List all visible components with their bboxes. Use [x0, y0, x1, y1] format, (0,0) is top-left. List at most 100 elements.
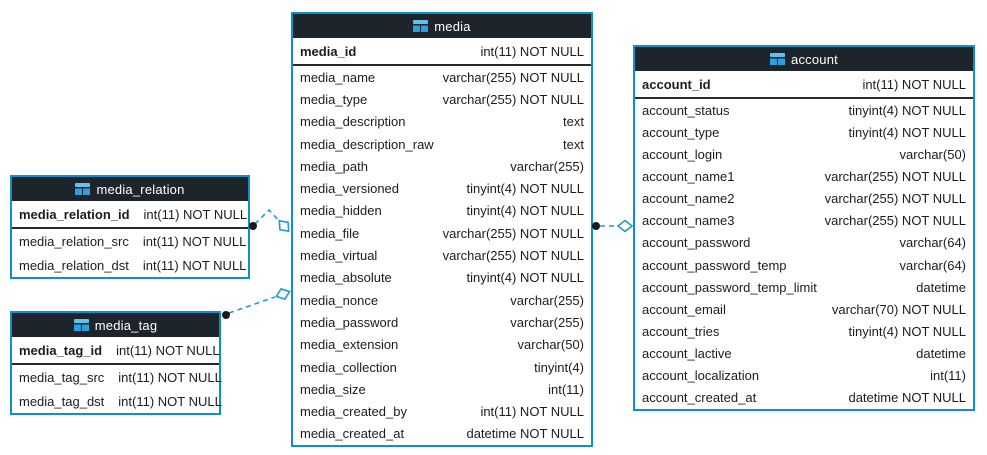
column-type: tinyint(4) NOT NULL [848, 323, 966, 339]
connection-source-dot [249, 222, 257, 230]
column-type: int(11) [930, 368, 966, 384]
column-name: media_relation_src [19, 233, 129, 249]
column-row: media_virtual varchar(255) NOT NULL [293, 244, 591, 266]
column-name: media_password [300, 314, 399, 330]
column-row: account_name1 varchar(255) NOT NULL [635, 165, 973, 187]
column-type: varchar(64) [899, 235, 966, 251]
column-type: int(11) NOT NULL [480, 404, 584, 420]
table-media-tag-header[interactable]: media_tag [12, 313, 219, 337]
table-icon [413, 20, 429, 32]
column-name: account_created_at [642, 390, 757, 406]
column-type: tinyint(4) NOT NULL [466, 203, 584, 219]
table-media-relation-header[interactable]: media_relation [12, 177, 248, 201]
connection-target-diamond [275, 287, 291, 301]
connector-media-tag-to-media [222, 287, 291, 319]
column-type: int(11) NOT NULL [480, 43, 584, 59]
column-type: int(11) [548, 381, 584, 397]
column-name: account_type [642, 124, 720, 140]
column-name: account_email [642, 301, 726, 317]
table-title: media_tag [94, 317, 158, 333]
column-type: varchar(255) [510, 292, 584, 308]
table-account-header[interactable]: account [635, 47, 973, 71]
column-name: account_id [642, 76, 711, 92]
column-type: tinyint(4) NOT NULL [848, 124, 966, 140]
column-row: media_hidden tinyint(4) NOT NULL [293, 200, 591, 222]
column-type: varchar(64) [899, 257, 966, 273]
column-name: account_name1 [642, 168, 735, 184]
column-name: account_status [642, 102, 730, 118]
column-name: media_hidden [300, 203, 382, 219]
table-account[interactable]: account account_id int(11) NOT NULL accou… [633, 45, 975, 411]
column-type: varchar(50) [899, 146, 966, 162]
column-name: media_type [300, 91, 368, 107]
column-name: account_password_temp_limit [642, 279, 817, 295]
column-type: tinyint(4) [534, 359, 584, 375]
table-icon [75, 183, 91, 195]
column-type: varchar(255) NOT NULL [824, 168, 966, 184]
column-type: tinyint(4) NOT NULL [466, 270, 584, 286]
column-row: media_type varchar(255) NOT NULL [293, 88, 591, 110]
column-name: media_description [300, 114, 406, 130]
column-name: media_id [300, 43, 357, 59]
table-media[interactable]: media media_id int(11) NOT NULL media_nam… [291, 12, 593, 448]
table-media-header[interactable]: media [293, 14, 591, 38]
column-type: int(11) NOT NULL [118, 369, 222, 385]
column-name: media_versioned [300, 181, 400, 197]
column-type: varchar(255) NOT NULL [442, 248, 584, 264]
column-name: media_virtual [300, 248, 378, 264]
connection-target-diamond [616, 219, 634, 233]
primary-key-section: account_id int(11) NOT NULL [635, 71, 973, 99]
column-row: account_type tinyint(4) NOT NULL [635, 121, 973, 143]
column-name: account_tries [642, 323, 720, 339]
column-row: account_password varchar(64) [635, 232, 973, 254]
column-type: int(11) NOT NULL [862, 76, 966, 92]
table-title: media [434, 18, 471, 34]
column-name: account_password [642, 235, 751, 251]
column-type: int(11) NOT NULL [118, 393, 222, 409]
primary-key-row: account_id int(11) NOT NULL [635, 71, 973, 97]
connection-source-dot [222, 311, 230, 319]
column-type: varchar(255) NOT NULL [442, 91, 584, 107]
column-name: account_name3 [642, 213, 735, 229]
column-type: int(11) NOT NULL [142, 257, 247, 273]
column-type: datetime [916, 279, 966, 295]
column-name: media_path [300, 158, 368, 174]
connection-source-dot [592, 222, 600, 230]
table-icon [770, 53, 786, 65]
column-name: account_localization [642, 368, 760, 384]
table-title: media_relation [96, 181, 185, 197]
primary-key-row: media_id int(11) NOT NULL [293, 38, 591, 64]
column-name: media_name [300, 69, 376, 85]
connection-line [228, 296, 276, 314]
column-name: media_extension [300, 337, 399, 353]
column-name: media_file [300, 225, 360, 241]
column-name: media_tag_id [19, 342, 103, 358]
column-type: tinyint(4) NOT NULL [466, 181, 584, 197]
